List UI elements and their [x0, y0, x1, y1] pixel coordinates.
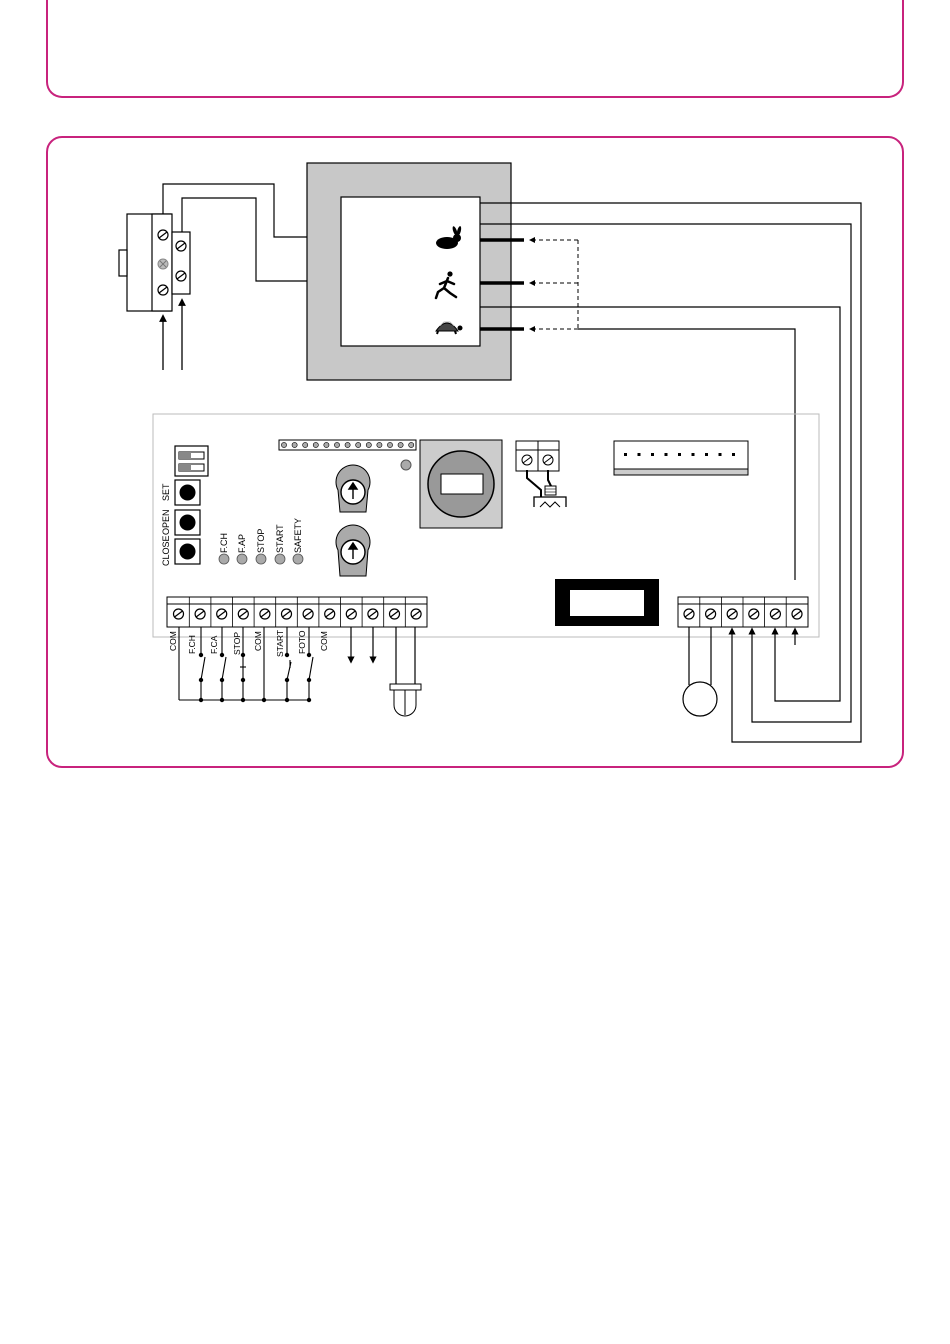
terminal-label-com-1: COM: [168, 631, 178, 651]
terminal-screw: [684, 609, 694, 619]
main-terminal-strip: [167, 597, 427, 627]
connector-pin: [651, 453, 654, 456]
fuse-icon: [420, 440, 502, 528]
header-pin: [324, 442, 329, 447]
terminal-screw: [217, 609, 227, 619]
connector-pin: [638, 453, 641, 456]
pin-header: [279, 440, 416, 450]
motor-terminal-strip: [678, 597, 808, 627]
trimmer-upper[interactable]: [336, 465, 370, 512]
terminal-screw: [325, 609, 335, 619]
connector-pin: [624, 453, 627, 456]
motor-icon: [683, 627, 717, 716]
trimmer-lower[interactable]: [336, 525, 370, 576]
header-pin: [345, 442, 350, 447]
indicator-led: [401, 460, 411, 470]
connector-pin: [665, 453, 668, 456]
led-label-fap: F.AP: [237, 534, 247, 553]
led-label-stop: STOP: [256, 529, 266, 553]
antenna-icon: [527, 470, 566, 507]
terminal-screw: [238, 609, 248, 619]
terminal-label-stop: STOP: [232, 632, 242, 655]
terminal-screw: [303, 609, 313, 619]
connector-pin: [678, 453, 681, 456]
speed-selector-dashed: [532, 240, 578, 329]
header-pin: [398, 442, 403, 447]
input-switches: [179, 627, 313, 700]
terminal-label-com-3: COM: [319, 631, 329, 651]
close-button-label: CLOSE: [161, 535, 171, 566]
connector-pin: [705, 453, 708, 456]
receiver-connector: [614, 441, 748, 475]
bus-dots: [199, 653, 311, 702]
mains-terminal-block: [119, 214, 190, 311]
transformer: [307, 163, 511, 380]
header-pin: [377, 442, 382, 447]
close-button[interactable]: [175, 539, 200, 564]
terminal-screw: [727, 609, 737, 619]
terminal-screw: [390, 609, 400, 619]
antenna-terminal: [516, 441, 559, 471]
header-pin: [281, 442, 286, 447]
connector-pin: [732, 453, 735, 456]
terminal-screw: [368, 609, 378, 619]
display-window: [555, 579, 659, 626]
earth-screw-icon: [158, 259, 168, 269]
set-button-label: SET: [161, 483, 171, 501]
connector-pin: [719, 453, 722, 456]
status-leds: [219, 554, 303, 564]
terminal-screw: [260, 609, 270, 619]
terminal-screw: [706, 609, 716, 619]
terminal-screw: [792, 609, 802, 619]
terminal-label-fca: F.CA: [209, 635, 219, 654]
terminal-label-com-2: COM: [253, 631, 263, 651]
terminal-screw: [770, 609, 780, 619]
terminal-screw: [749, 609, 759, 619]
terminal-screw: [411, 609, 421, 619]
header-pin: [303, 442, 308, 447]
terminal-label-start: START: [275, 630, 285, 657]
led-label-start: START: [275, 524, 285, 553]
header-pin: [387, 442, 392, 447]
led-label-fch: F.CH: [219, 533, 229, 553]
led-label-safety: SAFETY: [293, 518, 303, 553]
lamp-icon: [390, 627, 421, 716]
connector-pin: [692, 453, 695, 456]
terminal-screw: [174, 609, 184, 619]
header-pin: [356, 442, 361, 447]
terminal-screw: [346, 609, 356, 619]
set-button[interactable]: [175, 480, 200, 505]
dip-switch[interactable]: [175, 446, 208, 476]
terminal-label-foto: FOTO: [297, 630, 307, 654]
header-pin: [334, 442, 339, 447]
terminal-screw: [195, 609, 205, 619]
terminal-screw: [282, 609, 292, 619]
header-pin: [366, 442, 371, 447]
header-pin: [313, 442, 318, 447]
terminal-label-fch: F.CH: [187, 635, 197, 654]
mains-feed-arrows: [163, 302, 182, 370]
output-arrows: [351, 627, 373, 660]
header-pin: [409, 442, 414, 447]
open-button-label: OPEN: [161, 509, 171, 535]
open-button[interactable]: [175, 510, 200, 535]
header-pin: [292, 442, 297, 447]
